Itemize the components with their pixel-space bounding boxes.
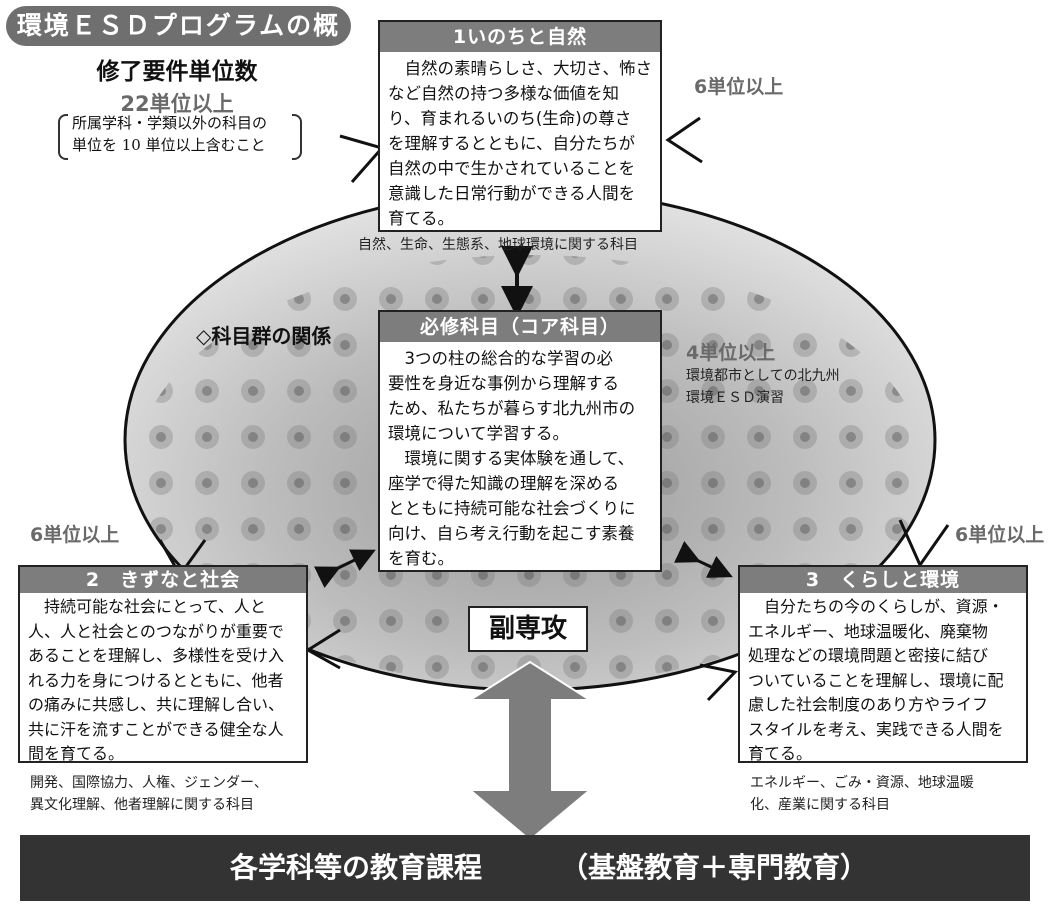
text-line: 自分たちの今のくらしが、資源・ [748, 597, 1004, 616]
caption-line: 環境ＥＳＤ演習 [686, 390, 784, 406]
cycle-arrow-top-right [665, 116, 703, 164]
text-line: エネルギー、地球温暖化、廃棄物 [748, 621, 988, 641]
text-line: 3つの柱の総合的な学習の必 [388, 349, 614, 368]
text-line: 自然の素晴らしさ、大切さ、怖さ [388, 59, 653, 78]
curriculum-bar: 各学科等の教育課程 （基盤教育＋専門教育） [20, 835, 1030, 901]
text-line: 人、人と社会とのつながりが重要で [28, 621, 284, 641]
box-life-nature-body: 自然の素晴らしさ、大切さ、怖さ など自然の持つ多様な価値を知 り、育まれるいのち… [380, 52, 660, 231]
text-line: 間を育てる。 [28, 744, 125, 763]
text-line: 環境について学習する。 [388, 424, 570, 443]
box-core-header: 必修科目（コア科目） [380, 312, 660, 342]
text-line: 自然の中で生かされていることを [388, 159, 636, 178]
text-line: 共に汗を流すことができる健全な人 [28, 719, 284, 739]
text-line: れる力を身につけるとともに、他者 [28, 670, 284, 690]
text-line: 要性を身近な事例から理解する [388, 374, 619, 393]
text-line: ついていることを理解し、環境に配 [748, 670, 1004, 690]
text-line: あることを理解し、多様性を受け入 [28, 646, 285, 665]
text-line: 育てる。 [388, 209, 454, 228]
box-living-environment-header: 3 くらしと環境 [740, 567, 1026, 593]
requirements-note: 所属学科・学類以外の科目の 単位を 10 単位以上含むこと [58, 112, 302, 162]
box-life-nature-header: 1いのちと自然 [380, 22, 660, 52]
relation-title: ◇科目群の関係 [196, 324, 332, 348]
text-line: 向け、自ら考え行動を起こす素養 [388, 524, 635, 543]
box-core-body: 3つの柱の総合的な学習の必 要性を身近な事例から理解する ため、私たちが暮らす北… [380, 342, 660, 571]
program-title: 環境ＥＳＤプログラムの概要 [6, 6, 351, 80]
caption-line: 異文化理解、他者理解に関する科目 [30, 797, 254, 813]
caption-line: 開発、国際協力、人権、ジェンダー、 [30, 775, 268, 791]
text-line: 環境に関する実体験を通して、 [388, 449, 635, 468]
text-line: など自然の持つ多様な価値を知 [388, 84, 619, 103]
text-line: 意識した日常行動ができる人間を [388, 184, 636, 203]
text-line: 持続可能な社会にとって、人と [28, 597, 266, 616]
text-line: を理解するとともに、自分たちが [388, 134, 636, 153]
link-arrow-right [674, 541, 733, 578]
requirements-note-line1: 所属学科・学類以外の科目の [72, 114, 268, 132]
requirements-title: 修了要件単位数 [96, 59, 258, 85]
box-life-nature-caption: 自然、生命、生態系、地球環境に関する科目 [358, 237, 638, 253]
text-line: スタイルを考え、実践できる人間を [748, 719, 1004, 739]
box-bonds-society-body: 持続可能な社会にとって、人と 人、人と社会とのつながりが重要で あることを理解し… [20, 593, 306, 767]
text-line: り、育まれるいのち(生命)の尊さ [388, 109, 632, 128]
box-bonds-society-header: 2 きずなと社会 [20, 567, 306, 593]
cycle-arrow-bottom-right [699, 663, 738, 702]
caption-line: 環境都市としての北九州 [686, 368, 840, 384]
caption-line: 化、産業に関する科目 [750, 797, 890, 813]
text-line: を育む。 [388, 549, 454, 568]
requirements-value: 22単位以上 [120, 92, 234, 116]
box-core-units: 4単位以上 [686, 342, 776, 364]
requirements-note-line2: 単位を 10 単位以上含むこと [72, 136, 266, 154]
box-core-caption: 環境都市としての北九州 環境ＥＳＤ演習 [686, 365, 840, 409]
box-living-environment-units: 6単位以上 [955, 524, 1045, 546]
box-living-environment: 3 くらしと環境 自分たちの今のくらしが、資源・ エネルギー、地球温暖化、廃棄物… [738, 565, 1028, 763]
text-line: 処理などの環境問題と密接に結び [748, 646, 989, 665]
curriculum-bar-right: （基盤教育＋専門教育） [560, 851, 869, 884]
box-bonds-society-units: 6単位以上 [30, 524, 120, 546]
text-line: 育てる。 [748, 744, 813, 763]
cycle-arrow-bottom-left [305, 628, 341, 670]
cycle-arrow-top-left [339, 134, 385, 183]
box-core: 必修科目（コア科目） 3つの柱の総合的な学習の必 要性を身近な事例から理解する … [378, 310, 662, 572]
text-line: 慮した社会制度のあり方やライフ [748, 695, 989, 714]
box-bonds-society-caption: 開発、国際協力、人権、ジェンダー、 異文化理解、他者理解に関する科目 [30, 772, 268, 816]
box-life-nature: 1いのちと自然 自然の素晴らしさ、大切さ、怖さ など自然の持つ多様な価値を知 り… [378, 20, 662, 232]
box-bonds-society: 2 きずなと社会 持続可能な社会にとって、人と 人、人と社会とのつながりが重要で… [18, 565, 308, 763]
text-line: ため、私たちが暮らす北九州市の [388, 399, 636, 418]
box-living-environment-body: 自分たちの今のくらしが、資源・ エネルギー、地球温暖化、廃棄物 処理などの環境問… [740, 593, 1026, 767]
text-line: 座学で得た知識の理解を深める [388, 474, 619, 493]
box-life-nature-units: 6単位以上 [694, 76, 784, 98]
text-line: の痛みに共感し、共に理解し合い、 [28, 695, 285, 714]
curriculum-bar-left: 各学科等の教育課程 [230, 851, 483, 884]
sub-major-arrow [466, 660, 594, 842]
caption-line: エネルギー、ごみ・資源、地球温暖 [750, 775, 974, 791]
sub-major-label: 副専攻 [468, 606, 588, 652]
box-living-environment-caption: エネルギー、ごみ・資源、地球温暖 化、産業に関する科目 [750, 772, 974, 816]
link-arrow-left [313, 549, 376, 589]
text-line: とともに持続可能な社会づくりに [388, 499, 636, 518]
